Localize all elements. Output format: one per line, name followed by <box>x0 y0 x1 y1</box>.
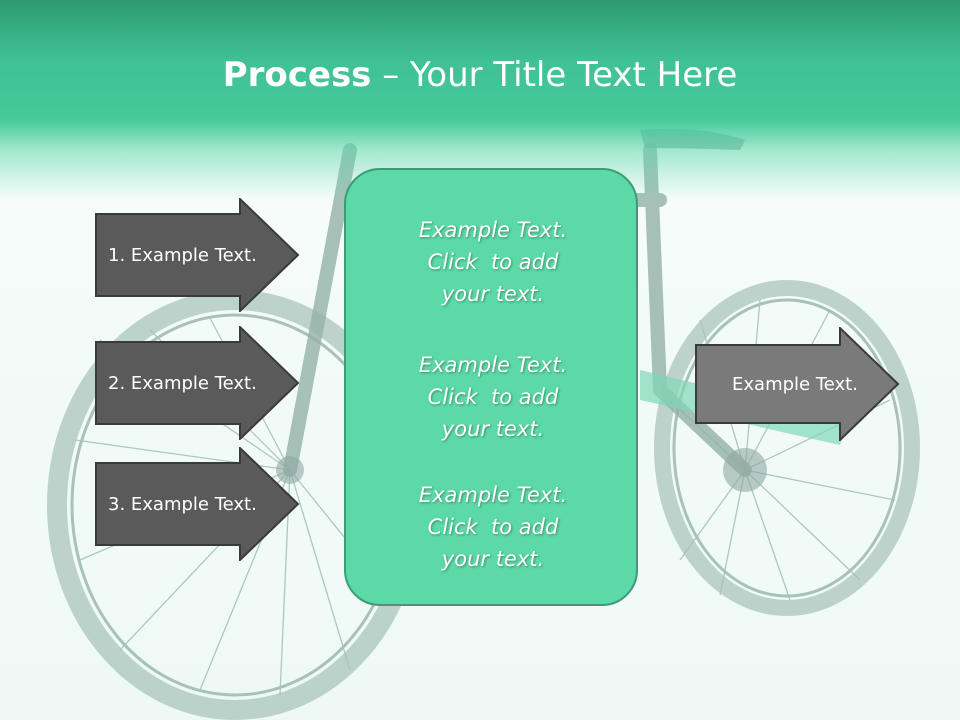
center-paragraph-2: Example Text. Click to add your text. <box>346 349 640 445</box>
paragraph-line: Example Text. <box>418 483 568 507</box>
step-arrow-label: 1. Example Text. <box>108 244 257 266</box>
step-arrow-label: 2. Example Text. <box>108 372 257 394</box>
step-arrow-label: 3. Example Text. <box>108 493 257 515</box>
arrow-shape-icon <box>695 327 900 441</box>
header-band <box>0 0 960 200</box>
title-rest: – Your Title Text Here <box>371 55 738 95</box>
title-bold: Process <box>222 55 372 95</box>
result-arrow-label: Example Text. <box>732 373 858 395</box>
step-arrow-1[interactable]: 1. Example Text. <box>95 198 300 312</box>
step-arrow-3[interactable]: 3. Example Text. <box>95 447 300 561</box>
arrow-shape-icon <box>95 326 300 440</box>
arrow-shape-icon <box>95 447 300 561</box>
paragraph-line: your text. <box>441 417 545 441</box>
step-arrow-2[interactable]: 2. Example Text. <box>95 326 300 440</box>
paragraph-line: Example Text. <box>418 353 568 377</box>
paragraph-line: Click to add <box>427 515 559 539</box>
paragraph-line: Click to add <box>427 385 559 409</box>
center-text-box[interactable]: Example Text. Click to add your text. Ex… <box>344 168 638 606</box>
center-paragraph-3: Example Text. Click to add your text. <box>346 479 640 575</box>
paragraph-line: your text. <box>441 547 545 571</box>
arrow-shape-icon <box>95 198 300 312</box>
slide-title: Process – Your Title Text Here <box>0 52 960 98</box>
center-paragraph-1: Example Text. Click to add your text. <box>346 214 640 310</box>
paragraph-line: Example Text. <box>418 218 568 242</box>
paragraph-line: Click to add <box>427 250 559 274</box>
result-arrow[interactable]: Example Text. <box>695 327 900 441</box>
paragraph-line: your text. <box>441 282 545 306</box>
